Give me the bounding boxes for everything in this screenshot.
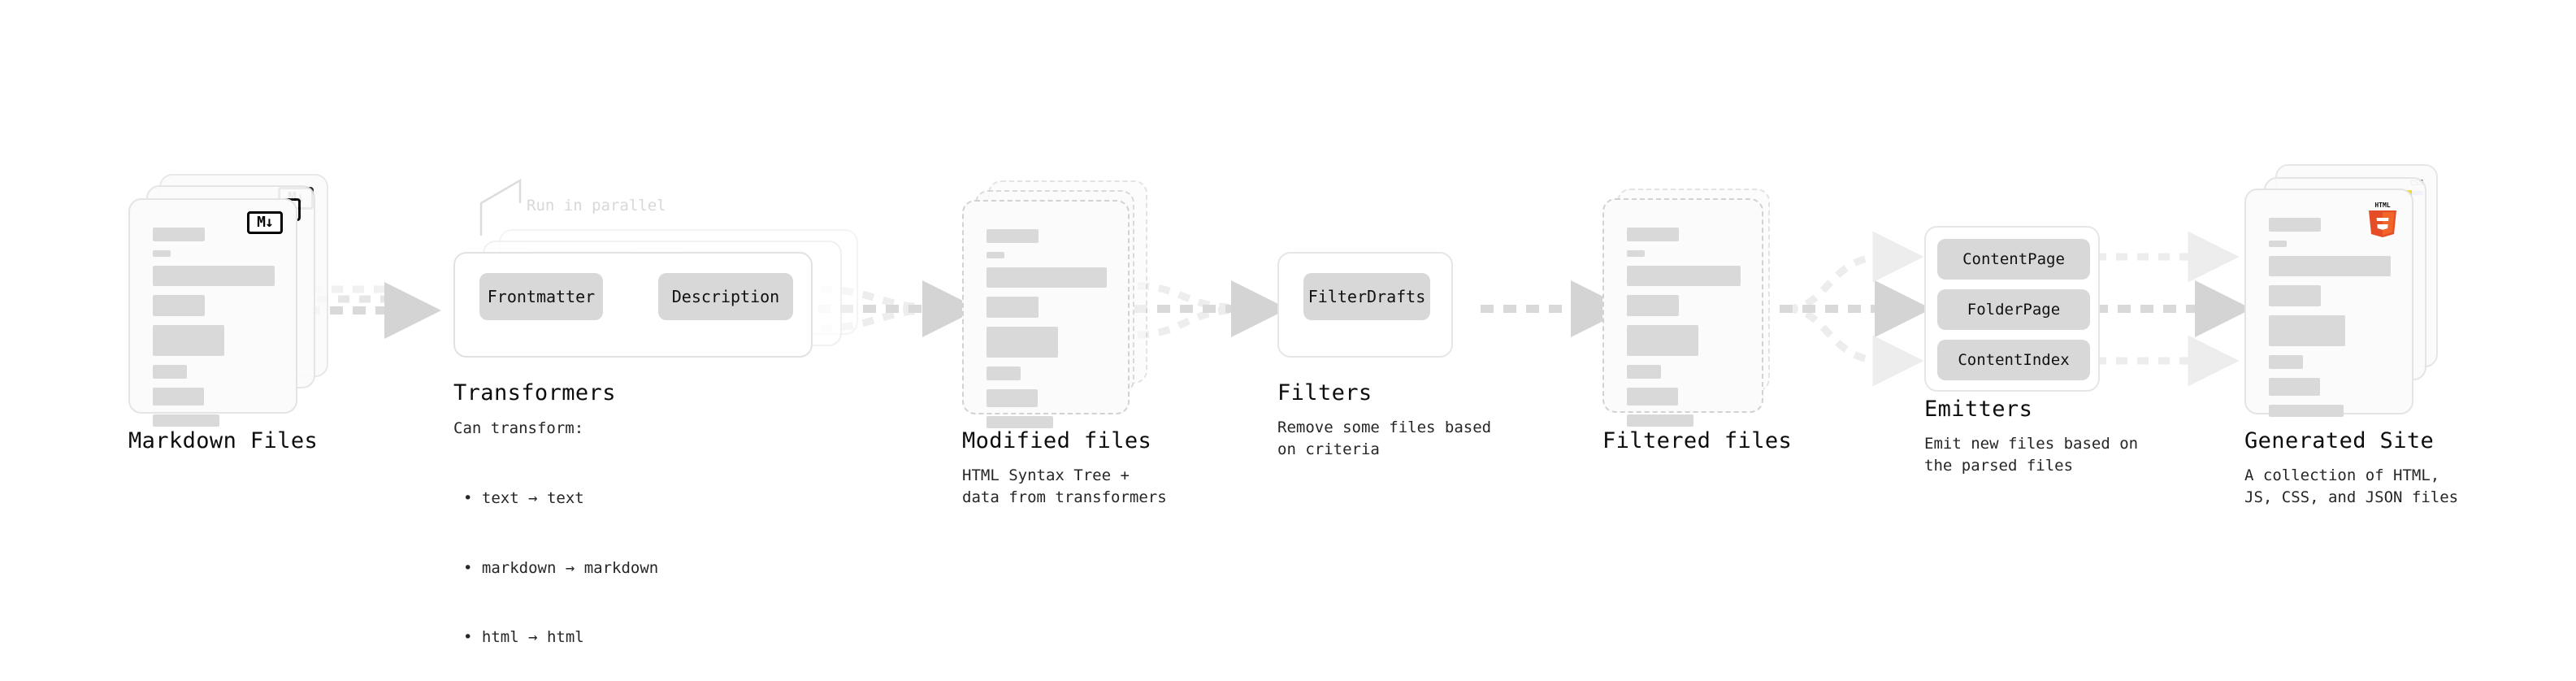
transformer-pill-frontmatter[interactable]: Frontmatter (479, 273, 603, 320)
list-item: • text → text (463, 464, 658, 510)
list-item: • markdown → markdown (463, 533, 658, 579)
markdown-card-front: M↓ (128, 198, 297, 427)
transformers-subtitle-lead: Can transform: (453, 419, 584, 437)
transformer-pill-description[interactable]: Description (658, 273, 793, 320)
run-in-parallel-label: Run in parallel (527, 197, 666, 215)
document-placeholder-lines (987, 229, 1107, 437)
emitter-pill-folderpage[interactable]: FolderPage (1937, 289, 2090, 330)
modified-card-front (962, 200, 1130, 428)
transformer-layer-front: Frontmatter Description (453, 252, 813, 358)
page-title-markdown-files: Markdown Files (128, 428, 319, 453)
bullet-icon: • (463, 628, 482, 646)
bullet-icon: • (463, 558, 482, 577)
page-title-filters: Filters (1277, 380, 1373, 406)
filter-pill-filterdrafts[interactable]: FilterDrafts (1303, 273, 1430, 320)
page-title-generated-site: Generated Site (2244, 428, 2435, 453)
run-in-parallel-bracket (479, 178, 522, 236)
page-title-filtered-files: Filtered files (1602, 428, 1793, 453)
filters-subtitle: Remove some files based on criteria (1277, 419, 1492, 458)
html5-logo-icon: HTML (2366, 200, 2399, 237)
arrow-modified-to-filters (1134, 280, 1288, 339)
page-title-modified-files: Modified files (962, 428, 1152, 453)
arrow-transformers-to-modified (817, 280, 979, 337)
transformers-bullet-list: • text → text • markdown → markdown • ht… (463, 440, 658, 672)
generated-site-subtitle: A collection of HTML, JS, CSS, and JSON … (2244, 466, 2459, 506)
document-placeholder-lines (1627, 228, 1741, 436)
arrow-markdown-to-transformers (307, 282, 441, 339)
document-placeholder-lines (153, 228, 275, 436)
list-item: • html → html (463, 603, 658, 649)
emitters-subtitle: Emit new files based on the parsed files (1924, 435, 2139, 475)
filtered-card-front (1602, 198, 1763, 427)
modified-files-subtitle: HTML Syntax Tree + data from transformer… (962, 466, 1167, 506)
page-title-emitters: Emitters (1924, 397, 2033, 422)
filters-module-box: FilterDrafts (1277, 252, 1453, 358)
generated-card-front-html: HTML (2244, 189, 2413, 417)
list-item-label: text → text (481, 489, 584, 507)
bullet-icon: • (463, 489, 482, 507)
markdown-logo-icon: M↓ (247, 211, 283, 234)
document-placeholder-lines (2269, 218, 2391, 426)
list-item-label: html → html (481, 628, 584, 646)
page-title-transformers: Transformers (453, 380, 616, 406)
svg-text:HTML: HTML (2374, 202, 2390, 209)
list-item-label: markdown → markdown (481, 558, 659, 577)
emitters-module-box: ContentPage FolderPage ContentIndex (1924, 226, 2100, 392)
emitter-pill-contentpage[interactable]: ContentPage (1937, 239, 2090, 280)
emitter-pill-contentindex[interactable]: ContentIndex (1937, 340, 2090, 380)
arrow-filtered-to-emitters (1780, 231, 1932, 387)
arrow-emitters-to-site (2095, 231, 2252, 387)
